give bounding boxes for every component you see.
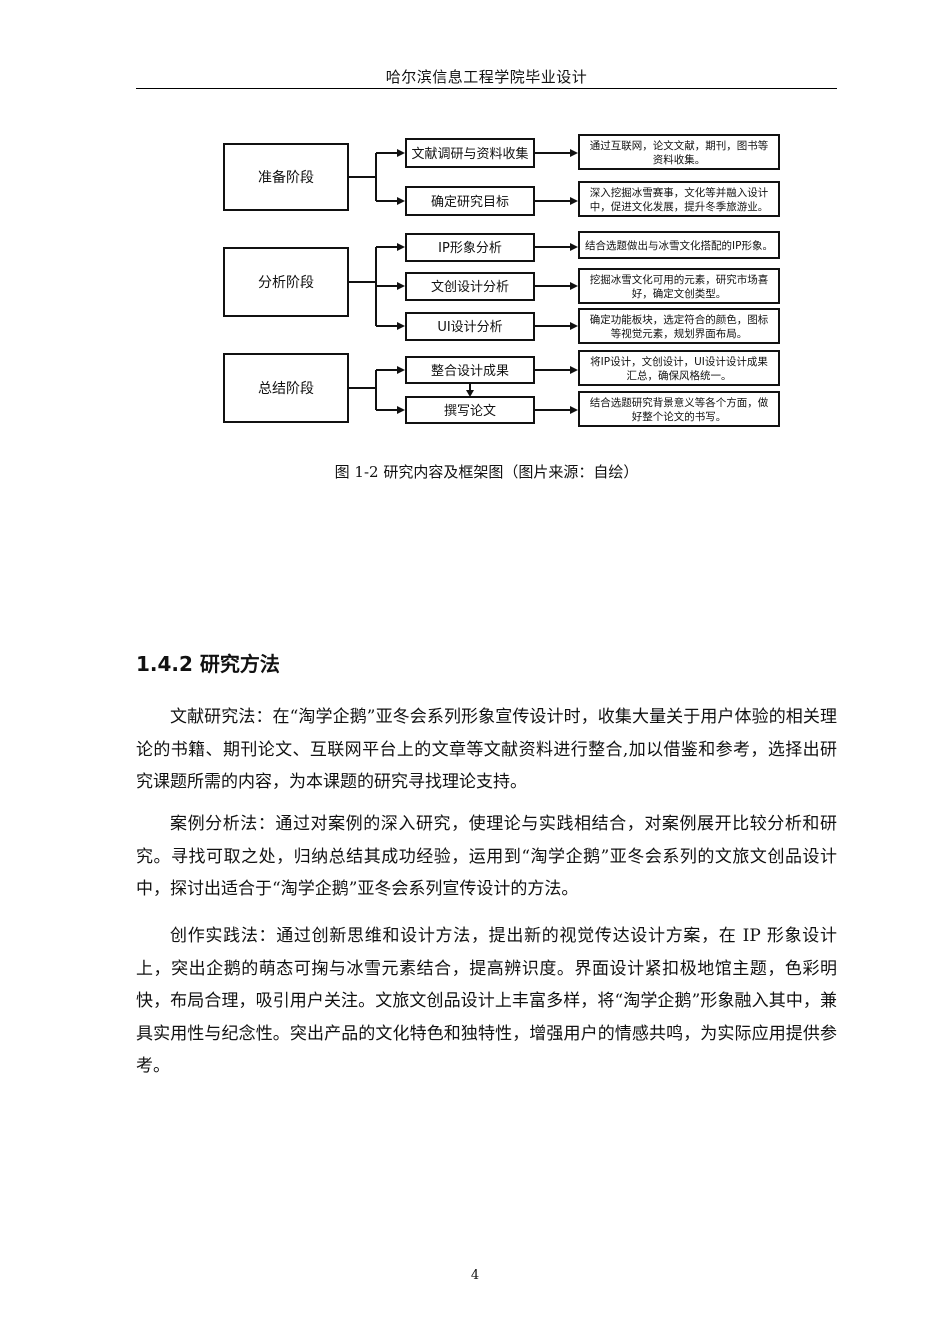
desc-box-integrate	[578, 350, 780, 386]
desc-box-goal	[578, 181, 780, 217]
desc-box-cultural	[578, 268, 780, 304]
stage-label: 总结阶段	[258, 381, 314, 397]
research-framework-diagram: 准备阶段 分析阶段 总结阶段 文献调研与资料收集 确定研究目标 IP形象分析 文…	[223, 134, 780, 427]
connector-arrowheads	[397, 149, 578, 414]
running-header: 哈尔滨信息工程学院毕业设计	[385, 68, 588, 86]
desc-text: 结合选题做出与冰雪文化搭配的IP形象。	[585, 239, 773, 252]
desc-text: 将IP设计，文创设计，UI设计设计成果	[590, 355, 768, 368]
desc-text: 好整个论文的书写。	[632, 410, 727, 423]
desc-text: 资料收集。	[653, 153, 706, 166]
page-number: 4	[470, 1268, 480, 1283]
desc-box-literature	[578, 134, 780, 170]
desc-text: 等视觉元素，规划界面布局。	[611, 327, 748, 340]
desc-text: 中，促进文化发展，提升冬季旅游业。	[590, 200, 769, 213]
stage-label: 准备阶段	[258, 169, 314, 186]
stage-label: 分析阶段	[258, 275, 314, 291]
figure-caption: 图 1-2 研究内容及框架图（图片来源：自绘）	[334, 463, 639, 481]
header-rule	[136, 88, 837, 89]
task-label: 整合设计成果	[431, 364, 509, 379]
desc-box-thesis	[578, 391, 780, 427]
section-heading: 1.4.2 研究方法	[136, 652, 280, 676]
task-label: UI设计分析	[437, 320, 502, 335]
task-label: 撰写论文	[444, 404, 496, 419]
desc-box-ui	[578, 308, 780, 344]
desc-text: 好，确定文创类型。	[632, 287, 727, 300]
paragraph-practice-method: 创作实践法：通过创新思维和设计方法，提出新的视觉传达设计方案，在 IP 形象设计…	[136, 926, 837, 1076]
task-label: 文献调研与资料收集	[411, 146, 528, 162]
desc-text: 结合选题研究背景意义等各个方面，做	[590, 396, 769, 409]
desc-text: 深入挖掘冰雪赛事，文化等并融入设计	[590, 186, 769, 199]
desc-box-ip	[578, 231, 780, 259]
desc-text: 确定功能板块，选定符合的颜色，图标	[590, 313, 769, 326]
task-label: 确定研究目标	[431, 195, 509, 210]
connector-summary	[348, 369, 403, 411]
paragraph-case-method: 案例分析法：通过对案例的深入研究，使理论与实践相结合，对案例展开比较分析和研究。…	[136, 814, 837, 899]
connector-prepare	[348, 152, 403, 202]
desc-text: 通过互联网，论文文献，期刊，图书等	[590, 139, 769, 152]
connector-analysis	[348, 246, 403, 327]
task-label: 文创设计分析	[431, 280, 509, 295]
task-label: IP形象分析	[438, 241, 502, 256]
desc-text: 汇总，确保风格统一。	[627, 369, 732, 382]
desc-text: 挖掘冰雪文化可用的元素，研究市场喜	[590, 273, 769, 286]
paragraph-literature-method: 文献研究法：在“淘学企鹅”亚冬会系列形象宣传设计时，收集大量关于用户体验的相关理…	[136, 707, 837, 792]
